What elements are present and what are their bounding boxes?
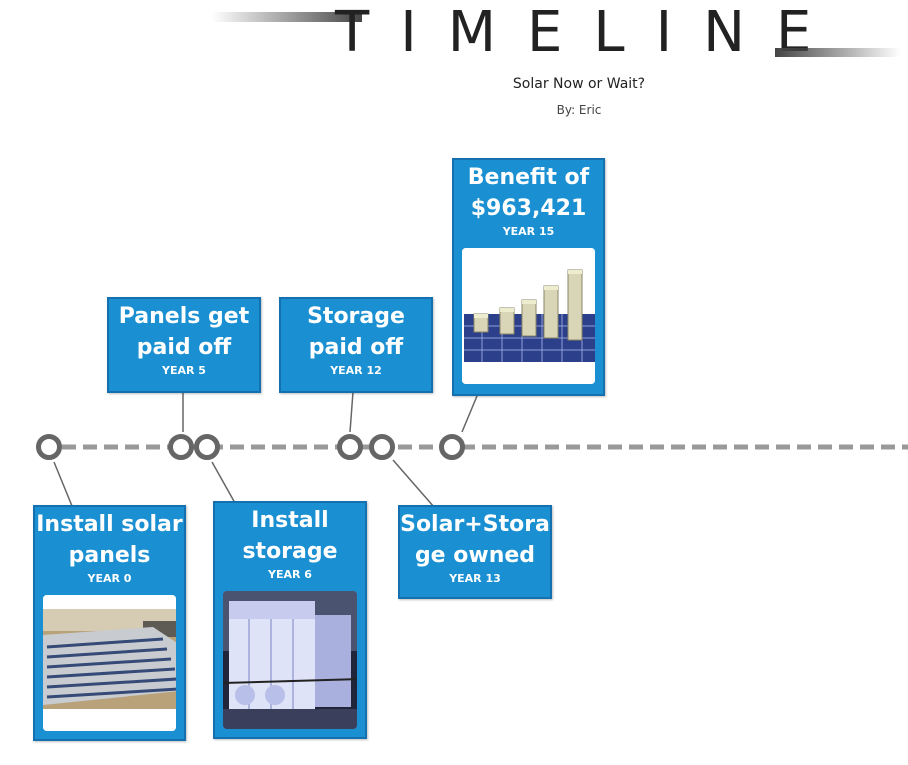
event-year: YEAR 0: [35, 572, 184, 585]
event-year: YEAR 15: [454, 225, 603, 238]
event-label: Install solar panels: [35, 509, 184, 571]
event-card-year-5: Panels get paid off YEAR 5: [107, 297, 261, 393]
battery-storage-units-image: [223, 591, 357, 729]
event-year: YEAR 5: [109, 364, 259, 377]
event-label: Panels get paid off: [109, 301, 259, 363]
event-card-year-15: Benefit of $963,421 YEAR 15: [452, 158, 605, 396]
solar-panels-field-image: [43, 595, 176, 731]
event-card-year-12: Storage paid off YEAR 12: [279, 297, 433, 393]
event-label: Storage paid off: [281, 301, 431, 363]
event-card-year-6: Install storage YEAR 6: [213, 501, 367, 739]
timeline-node-year-13: [369, 434, 395, 460]
connector-line: [212, 462, 235, 503]
timeline-node-year-15: [439, 434, 465, 460]
event-label: Install storage: [215, 505, 365, 567]
event-year: YEAR 6: [215, 568, 365, 581]
event-label: Benefit of $963,421: [454, 162, 603, 224]
connector-line: [462, 396, 477, 432]
event-card-year-13: Solar+Storage owned YEAR 13: [398, 505, 552, 599]
event-card-year-0: Install solar panels YEAR 0: [33, 505, 186, 741]
money-stacks-on-solar-panel-image: [462, 248, 595, 384]
connector-line: [54, 462, 72, 506]
event-label: Solar+Storage owned: [400, 509, 550, 571]
timeline-node-year-12: [337, 434, 363, 460]
timeline-node-year-6: [194, 434, 220, 460]
event-year: YEAR 13: [400, 572, 550, 585]
connector-line: [350, 392, 353, 432]
timeline-node-year-0: [36, 434, 62, 460]
timeline-node-year-5: [168, 434, 194, 460]
connector-line: [393, 460, 434, 507]
event-year: YEAR 12: [281, 364, 431, 377]
